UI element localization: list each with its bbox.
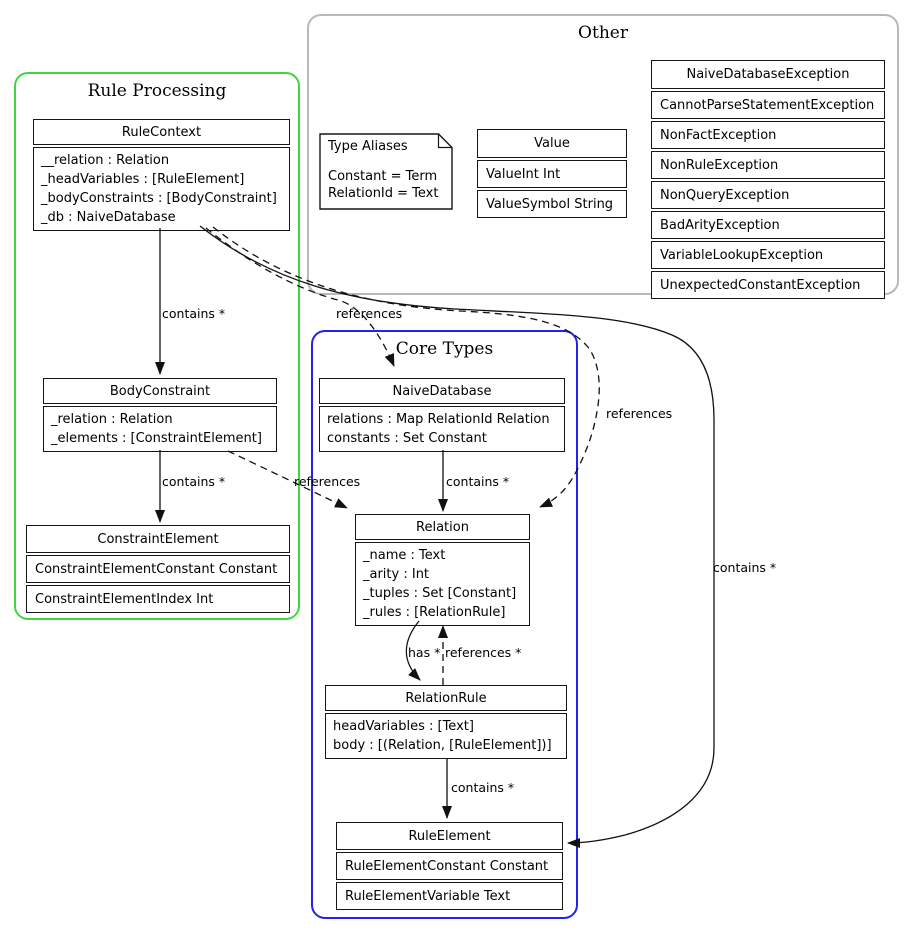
class-naivedatabaseexception: NaiveDatabaseException CannotParseStatem… xyxy=(651,60,885,299)
edge-label-references: references * xyxy=(445,645,522,660)
variant-row: RuleElementConstant Constant xyxy=(336,852,563,880)
class-rulecontext-title: RuleContext xyxy=(33,119,290,145)
edge-label-references: references xyxy=(606,406,673,421)
edge-label-contains: contains * xyxy=(162,306,226,321)
attribute-line: _elements : [ConstraintElement] xyxy=(51,431,262,446)
attribute-line: __relation : Relation xyxy=(41,153,170,168)
edge-label-contains: contains * xyxy=(162,474,226,489)
variant-row: NonFactException xyxy=(651,121,885,149)
class-value: Value ValueInt Int ValueSymbol String xyxy=(477,129,627,218)
class-constraintelement: ConstraintElement ConstraintElementConst… xyxy=(26,525,290,613)
class-naivedatabaseexception-title: NaiveDatabaseException xyxy=(651,60,885,89)
class-rulecontext: RuleContext __relation : Relation _headV… xyxy=(33,119,290,231)
edge-label-references: references xyxy=(336,306,403,321)
variant-row: VariableLookupException xyxy=(651,241,885,269)
attribute-line: body : [(Relation, [RuleElement])] xyxy=(333,738,552,753)
class-bodyconstraint-attributes: _relation : Relation _elements : [Constr… xyxy=(43,406,277,452)
attribute-line: _relation : Relation xyxy=(51,412,173,427)
class-ruleelement-title: RuleElement xyxy=(336,822,563,850)
attribute-line: _headVariables : [RuleElement] xyxy=(41,172,245,187)
note-type-aliases: Type Aliases Constant = Term RelationId … xyxy=(319,133,453,210)
note-shape xyxy=(319,133,453,210)
note-line: Constant = Term xyxy=(328,169,438,184)
variant-row: ConstraintElementIndex Int xyxy=(26,585,290,613)
class-relation: Relation _name : Text _arity : Int _tupl… xyxy=(355,514,530,626)
class-bodyconstraint-title: BodyConstraint xyxy=(43,378,277,404)
attribute-line: _bodyConstraints : [BodyConstraint] xyxy=(41,191,277,206)
class-constraintelement-title: ConstraintElement xyxy=(26,525,290,553)
attribute-line: _arity : Int xyxy=(363,567,430,582)
class-relation-title: Relation xyxy=(355,514,530,540)
attribute-line: _db : NaiveDatabase xyxy=(41,210,176,225)
attribute-line: _name : Text xyxy=(363,548,446,563)
attribute-line: relations : Map RelationId Relation xyxy=(327,412,550,427)
variant-row: RuleElementVariable Text xyxy=(336,882,563,910)
note-title: Type Aliases xyxy=(328,139,408,154)
edge-label-contains: contains * xyxy=(713,560,777,575)
variant-row: ValueInt Int xyxy=(477,160,627,188)
class-relationrule-attributes: headVariables : [Text] body : [(Relation… xyxy=(325,713,567,759)
class-value-title: Value xyxy=(477,129,627,158)
class-relationrule: RelationRule headVariables : [Text] body… xyxy=(325,685,567,759)
edge-label-contains: contains * xyxy=(451,780,515,795)
attribute-line: _rules : [RelationRule] xyxy=(363,605,506,620)
attribute-line: _tuples : Set [Constant] xyxy=(363,586,517,601)
class-relation-attributes: _name : Text _arity : Int _tuples : Set … xyxy=(355,542,530,626)
class-ruleelement: RuleElement RuleElementConstant Constant… xyxy=(336,822,563,910)
group-title-other: Other xyxy=(578,23,628,43)
class-bodyconstraint: BodyConstraint _relation : Relation _ele… xyxy=(43,378,277,452)
group-title-core-types: Core Types xyxy=(395,339,494,359)
class-rulecontext-attributes: __relation : Relation _headVariables : [… xyxy=(33,147,290,231)
class-naivedatabase-title: NaiveDatabase xyxy=(319,378,565,404)
variant-row: CannotParseStatementException xyxy=(651,91,885,119)
variant-row: NonRuleException xyxy=(651,151,885,179)
variant-row: BadArityException xyxy=(651,211,885,239)
variant-row: ConstraintElementConstant Constant xyxy=(26,555,290,583)
edge-label-contains: contains * xyxy=(446,474,510,489)
class-naivedatabase: NaiveDatabase relations : Map RelationId… xyxy=(319,378,565,452)
edge-label-references: references xyxy=(294,474,361,489)
class-naivedatabase-attributes: relations : Map RelationId Relation cons… xyxy=(319,406,565,452)
variant-row: UnexpectedConstantException xyxy=(651,271,885,299)
attribute-line: constants : Set Constant xyxy=(327,431,487,446)
note-line: RelationId = Text xyxy=(328,186,439,201)
variant-row: NonQueryException xyxy=(651,181,885,209)
class-relationrule-title: RelationRule xyxy=(325,685,567,711)
group-title-rule-processing: Rule Processing xyxy=(87,81,227,101)
variant-row: ValueSymbol String xyxy=(477,190,627,218)
edge-label-has: has * xyxy=(408,645,441,660)
attribute-line: headVariables : [Text] xyxy=(333,719,474,734)
